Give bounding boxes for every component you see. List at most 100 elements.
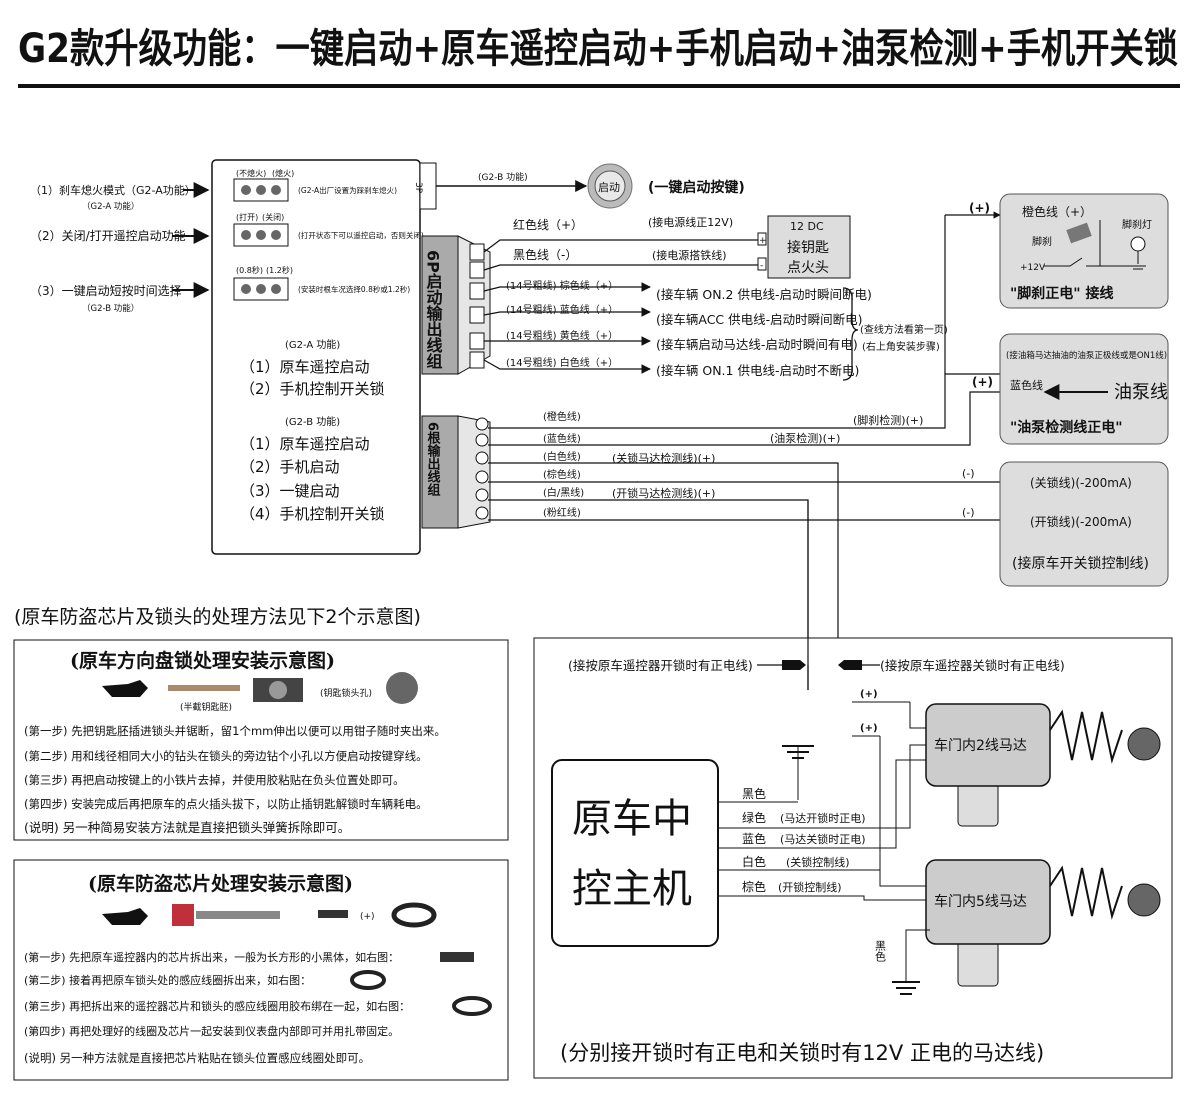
ground-black-label: 黑色 [874,940,887,962]
brake-pedal-icon [1066,222,1092,244]
motor-plus-2: (+) [860,723,878,734]
motor-5wire: 车门内5线马达 [925,859,1161,987]
six-wire-blue: (蓝色线) [543,432,581,445]
six-wire-whiteblack: (白/黑线) [543,486,584,499]
remote-chip-image [172,904,194,926]
brake-lamp-icon [1130,236,1146,252]
motor-2wire: 车门内2线马达 [925,703,1161,827]
p6-wire-yellow: (14号粗线) 黄色线（+） [506,329,618,342]
dip-1-label: （1）刹车熄火模式（G2-A功能） [30,183,196,197]
dip-3-note: (安装时根车况选择0.8秒或1.2秒) [298,284,410,294]
g2a-item-1: （1）原车遥控启动 [240,358,370,376]
six-wire-brown: (棕色线) [543,468,581,481]
right-brace [842,287,859,381]
motor-2wire-label: 车门内2线马达 [934,737,1027,754]
pointing-hand-icon-2 [102,908,148,925]
chip-step-1: (第一步) 先把原车遥控器内的芯片拆出来，一般为长方形的小黑体，如右图： [24,950,399,964]
steering-step-1: (第一步) 先把钥匙胚插进锁头并锯断，留1个mm伸出以便可以用钳子随时夹出来。 [24,724,446,738]
g2b-item-4: （4）手机控制开关锁 [240,505,385,523]
ecu-wire-white: 白色 [742,854,766,869]
dip-2-label: （2）关闭/打开遥控启动功能 [30,229,186,243]
brake-plus: (+) [969,201,990,215]
ignition-line2: 接钥匙 [787,239,829,256]
ignition-minus: - [760,261,763,271]
g2b-header: (G2-B 功能) [285,415,340,428]
chip-step-2: (第二步) 接着再把原车锁头处的感应线圈拆出来，如右图： [24,973,311,987]
dip-1-sub: （G2-A 功能） [82,201,139,212]
pointing-hand-icon [102,680,148,697]
steering-step-2: (第二步) 用和线径相同大小的钻头在锁头的旁边钻个小孔以方便启动按键穿线。 [24,749,428,763]
g2b-item-1: （1）原车遥控启动 [240,435,370,453]
dip-1-right-tag: (熄火) [272,168,294,178]
ecu-line-1: 原车中 [572,796,692,842]
chip-step-3: (第三步) 再把拆出来的遥控器芯片和锁头的感应线圈用胶布绑在一起，如右图： [24,999,410,1013]
six-wire-brown-note: (-) [962,467,975,480]
dip-1-note: (G2-A出厂设置为踩刹车熄火) [298,185,397,195]
dip-1-left-tag: (不熄火) [236,168,266,178]
ecu-wire-brown-note: (开锁控制线) [778,880,842,894]
brake-lamp-label: 脚刹灯 [1122,218,1152,231]
six-wire-blue-note: (油泵检测)(+) [770,431,840,445]
six-wire-pink-note: (-) [962,506,975,519]
ecu-line-2: 控主机 [572,866,692,912]
ignition-dc: 12 DC [790,220,824,233]
lock-box [999,461,1169,587]
dip-2-note: (打开状态下可以遥控启动，否则关闭) [298,230,424,240]
ignition-box [767,215,851,279]
chip-plus: (+) [360,912,375,922]
p6-wire-black-note: (接电源搭铁线) [652,248,727,262]
steering-step-3: (第三步) 再把启动按键上的小铁片去掉，并使用胶粘贴在负头位置处即可。 [24,773,405,787]
p6-wire-white: (14号粗线) 白色线（+） [506,356,618,369]
dip-switch-2: (打开) (关闭) (打开状态下可以遥控启动，否则关闭) [233,212,424,247]
g2a-item-2: （2）手机控制开关锁 [240,380,385,398]
six-wire-whiteblack-note: (开锁马达检测线)(+) [612,486,715,500]
dip-switch-1: (不熄火) (熄火) (G2-A出厂设置为踩刹车熄火) [233,168,397,202]
check-note-2: (右上角安装步骤) [862,340,940,353]
dip-3-sub: （G2-B 功能） [82,303,139,314]
connector-6wire-label: 6根输出线组 [425,422,441,497]
key-hole-caption: (钥匙锁头孔) [320,687,372,699]
dip-switch-3: (0.8秒) (1.2秒) (安装时根车况选择0.8秒或1.2秒) [233,265,410,301]
six-wire-white-note: (关锁马达检测线)(+) [612,451,715,465]
p6-wire-brown-note: (接车辆 ON.2 供电线-启动时瞬间断电) [656,287,872,302]
connector-3p-label: 3P [413,182,423,194]
g2a-header: (G2-A 功能) [285,338,340,351]
connector-3p-func: (G2-B 功能) [478,171,528,183]
connector-6p-sockets [469,243,485,369]
six-wire-orange-note: (脚刹检测)(+) [853,413,923,427]
brake-label: 脚刹 [1032,235,1052,248]
connector-6wire [421,415,459,529]
pump-wire: 蓝色线 [1010,378,1043,392]
dip-3-label: （3）一键启动短按时间选择 [30,284,182,298]
check-note-1: (查线方法看第一页) [860,323,948,336]
pump-caption: "油泵检测线正电" [1010,419,1123,436]
ecu-wire-green-note: (马达开锁时正电) [780,811,866,825]
chip-image [318,910,348,918]
key-blank-caption: (半截钥匙胚) [180,701,232,713]
p6-wire-blue-note: (接车辆ACC 供电线-启动时瞬间断电) [656,312,863,327]
ecu-wire-green: 绿色 [742,810,766,825]
six-wire-white: (白色线) [543,450,581,463]
dip-3-right-tag: (1.2秒) [266,265,293,275]
g2b-item-2: （2）手机启动 [240,458,340,476]
chip-title: (原车防盗芯片处理安装示意图) [88,872,353,895]
chip-panel [13,859,509,1081]
page-title: G2款升级功能：一键启动+原车遥控启动+手机启动+油泵检测+手机开关锁 [18,26,1178,72]
ignition-line3: 点火头 [787,260,829,276]
remote-close-label: (接按原车遥控器关锁时有正电线) [880,658,1065,673]
p6-wire-white-note: (接车辆 ON.1 供电线-启动时不断电) [656,363,859,378]
steering-title: (原车方向盘锁处理安装示意图) [70,649,335,672]
connector-6wire-sockets [475,417,489,520]
remote-open-label: (接按原车遥控器开锁时有正电线) [568,658,753,673]
lock-caption: (接原车开关锁控制线) [1012,555,1149,572]
pump-plus: (+) [972,375,993,389]
pump-box [999,333,1169,445]
chip-note: (说明) 另一种方法就是直接把芯片粘贴在锁头位置感应线圈处即可。 [24,1051,370,1065]
p6-wire-brown: (14号粗线) 棕色线（+） [506,279,618,292]
p6-wire-red-note: (接电源线正12V) [648,215,733,229]
lock-open: (开锁线)(-200mA) [1030,514,1132,529]
steering-panel [13,639,509,841]
p6-wire-yellow-note: (接车辆启动马达线-启动时瞬间有电) [656,337,858,352]
